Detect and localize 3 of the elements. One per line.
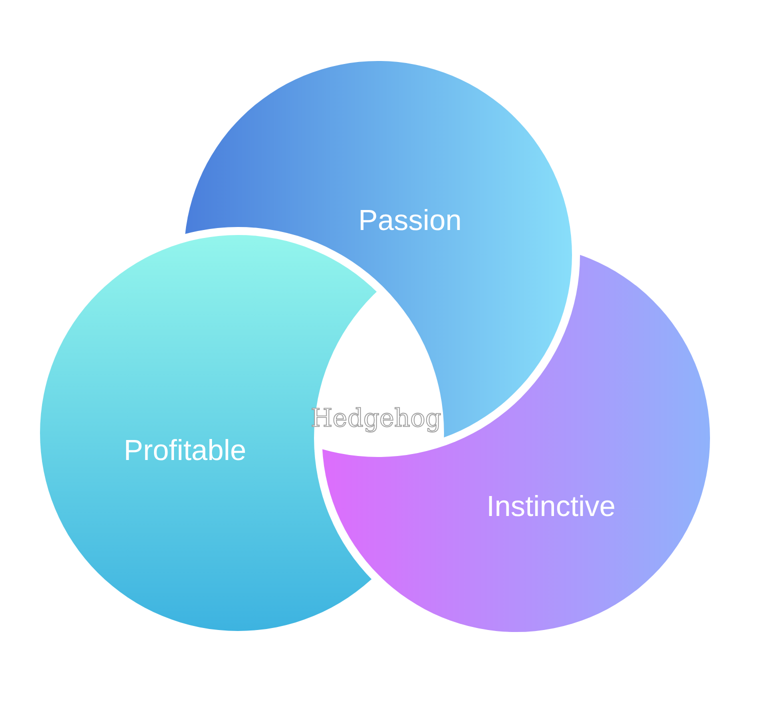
node-label: Passion xyxy=(358,206,462,238)
node-label: Instinctive xyxy=(486,492,616,524)
node-label: Profitable xyxy=(124,436,246,468)
